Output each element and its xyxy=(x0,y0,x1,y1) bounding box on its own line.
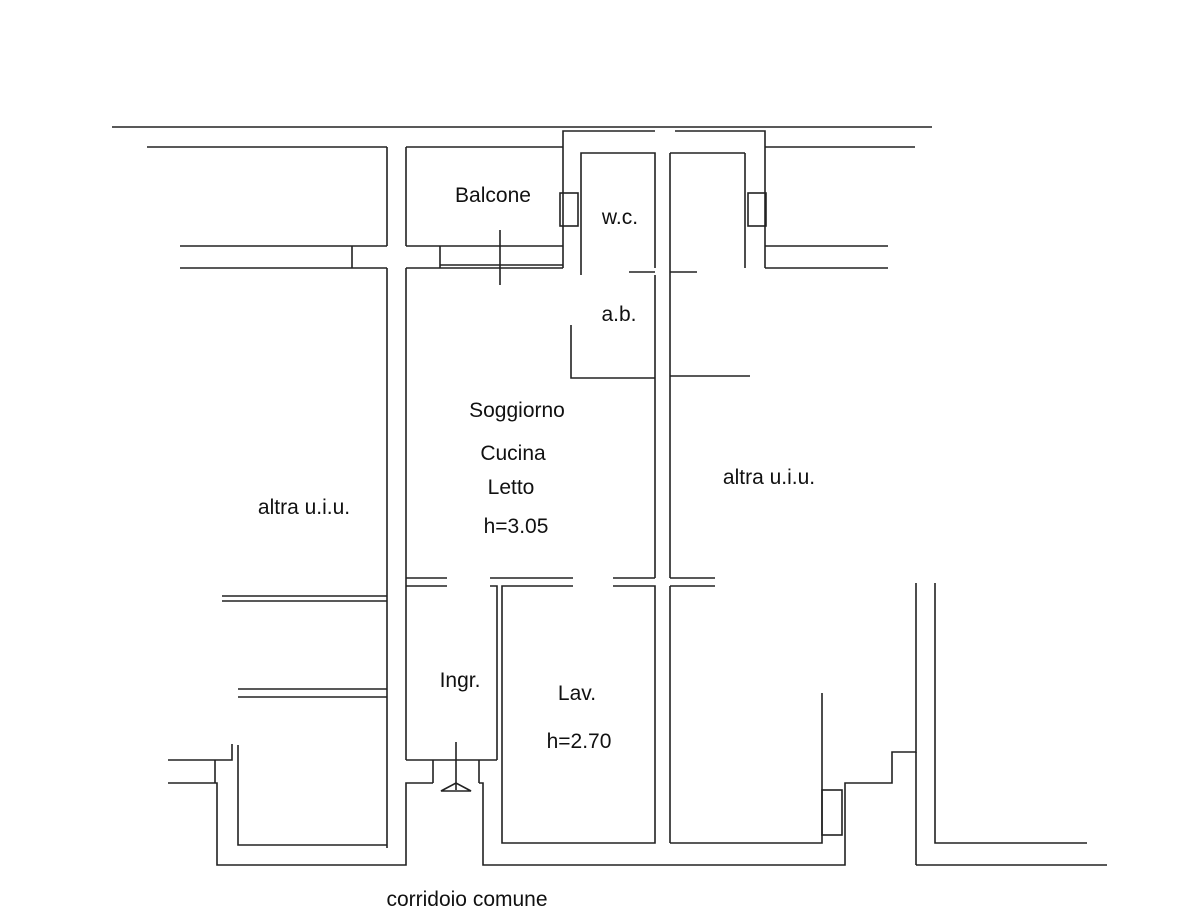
room-height-lav: h=2.70 xyxy=(546,730,612,753)
room-label-lav: Lav. xyxy=(557,682,597,705)
room-label-ingr: Ingr. xyxy=(439,669,481,692)
room-height-main: h=3.05 xyxy=(483,515,549,538)
neighbor-unit-left: altra u.i.u. xyxy=(257,496,351,519)
neighbor-unit-right: altra u.i.u. xyxy=(722,466,816,489)
corridor-label: corridoio comune xyxy=(386,888,548,911)
walls xyxy=(112,126,1107,866)
room-label-soggiorno: Soggiorno xyxy=(469,399,565,422)
room-label-balcone: Balcone xyxy=(455,184,531,207)
room-label-letto: Letto xyxy=(487,476,535,499)
room-label-wc: w.c. xyxy=(601,206,639,229)
room-label-ab: a.b. xyxy=(601,303,637,326)
room-label-cucina: Cucina xyxy=(480,442,546,465)
